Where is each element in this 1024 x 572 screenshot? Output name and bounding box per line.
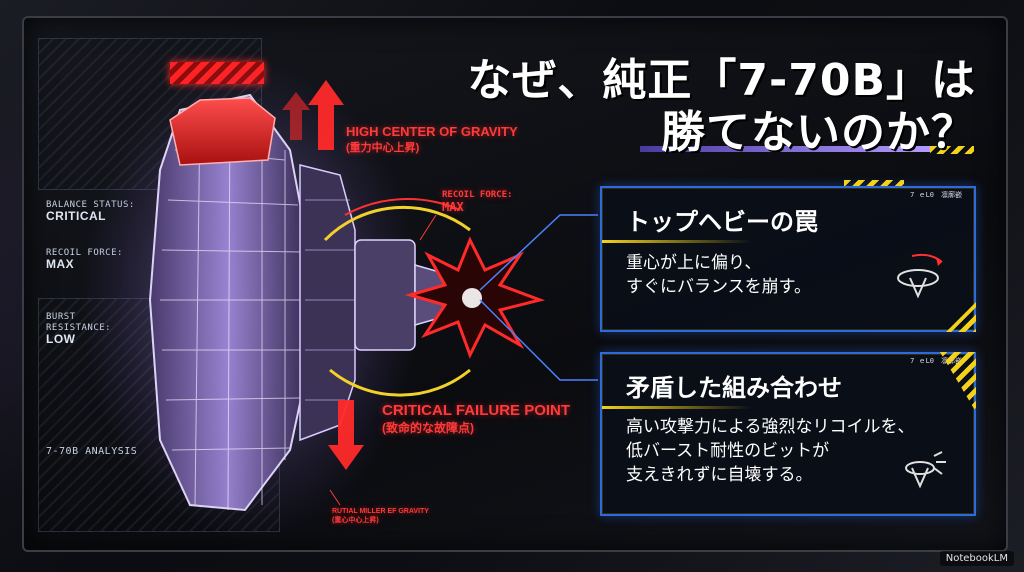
card1-stripe	[844, 180, 904, 186]
title-underline	[640, 146, 930, 152]
failure-en: CRITICAL FAILURE POINT	[382, 402, 571, 419]
card1-tag: 7 ｅL0 凛廓嵌	[910, 191, 962, 199]
failure-label: CRITICAL FAILURE POINT (致命的な故障点)	[382, 402, 570, 436]
down-arrow	[328, 400, 364, 470]
lower-en: RUTIAL MILLER EF GRAVITY	[332, 508, 429, 515]
card2-line-3: 支えきれずに自壊する。	[626, 465, 813, 485]
card1-line-1: 重心が上に偏り、	[626, 253, 762, 273]
card2-tag: 7 ｅL0 凛廓嵌	[910, 357, 962, 365]
card2-title: 矛盾した組み合わせ	[626, 374, 842, 402]
recoil-ring-yellow-bottom	[329, 368, 471, 397]
failure-jp: (致命的な故障点)	[382, 421, 474, 435]
connector-line-2	[479, 299, 598, 381]
card1-divider	[602, 240, 752, 243]
recoil-ring-yellow	[323, 205, 471, 242]
title-line-2: 勝てないのか？	[661, 107, 976, 158]
blade-main-disc	[148, 93, 306, 512]
recoil-value: MAX	[46, 257, 75, 271]
high-cog-en: HIGH CENTER OF GRAVITY	[346, 124, 518, 139]
notebooklm-badge: NotebookLM	[939, 551, 1014, 566]
card2-line-2: 低バースト耐性のビットが	[626, 441, 830, 461]
card2-divider	[602, 406, 752, 409]
card-top-heavy: 7 ｅL0 凛廓嵌 トップヘビーの罠 重心が上に偏り、 すぐにバランスを崩す。	[600, 180, 976, 332]
burst-label-1: BURST	[46, 312, 76, 322]
hud-burst: BURST RESISTANCE: LOW	[46, 312, 111, 345]
unbalanced-top-icon	[897, 253, 943, 299]
recoil-callout: RECOIL FORCE: MAX	[442, 190, 512, 214]
card1-title: トップヘビーの罠	[626, 208, 818, 236]
burst-value: LOW	[46, 332, 76, 346]
title-stripe	[930, 146, 974, 154]
broken-bit-icon	[905, 451, 946, 489]
lower-jp: (重心中心上昇)	[332, 517, 379, 524]
recoil-callout-label: RECOIL FORCE:	[442, 190, 513, 200]
card2-line-1: 高い攻撃力による強烈なリコイルを、	[626, 417, 915, 437]
recoil-callout-value: MAX	[442, 200, 464, 214]
card1-line-2: すぐにバランスを崩す。	[626, 277, 811, 297]
blade-ratchet-ring	[299, 164, 356, 442]
card2-corner-stripe	[940, 352, 976, 412]
high-cog-jp: (重力中心上昇)	[346, 142, 420, 154]
balance-label: BALANCE STATUS:	[46, 200, 135, 210]
up-arrow	[282, 80, 344, 150]
hud-analysis: 7-70B ANALYSIS	[46, 446, 137, 457]
card1-corner-stripe	[946, 302, 976, 332]
blade-red-top	[169, 97, 276, 166]
title-line-1: なぜ、純正「7-70B」は	[467, 55, 976, 106]
card-contradiction: 7 ｅL0 凛廓嵌 矛盾した組み合わせ 高い攻撃力による強烈なリコイルを、 低バ…	[600, 352, 976, 516]
recoil-ring-red	[344, 197, 461, 216]
high-cog-label: HIGH CENTER OF GRAVITY (重力中心上昇)	[346, 124, 518, 155]
connector-line-1	[479, 214, 598, 291]
lower-label: RUTIAL MILLER EF GRAVITY (重心中心上昇)	[332, 508, 429, 525]
analysis-label: 7-70B ANALYSIS	[46, 446, 138, 457]
burst-label-2: RESISTANCE:	[46, 323, 112, 333]
